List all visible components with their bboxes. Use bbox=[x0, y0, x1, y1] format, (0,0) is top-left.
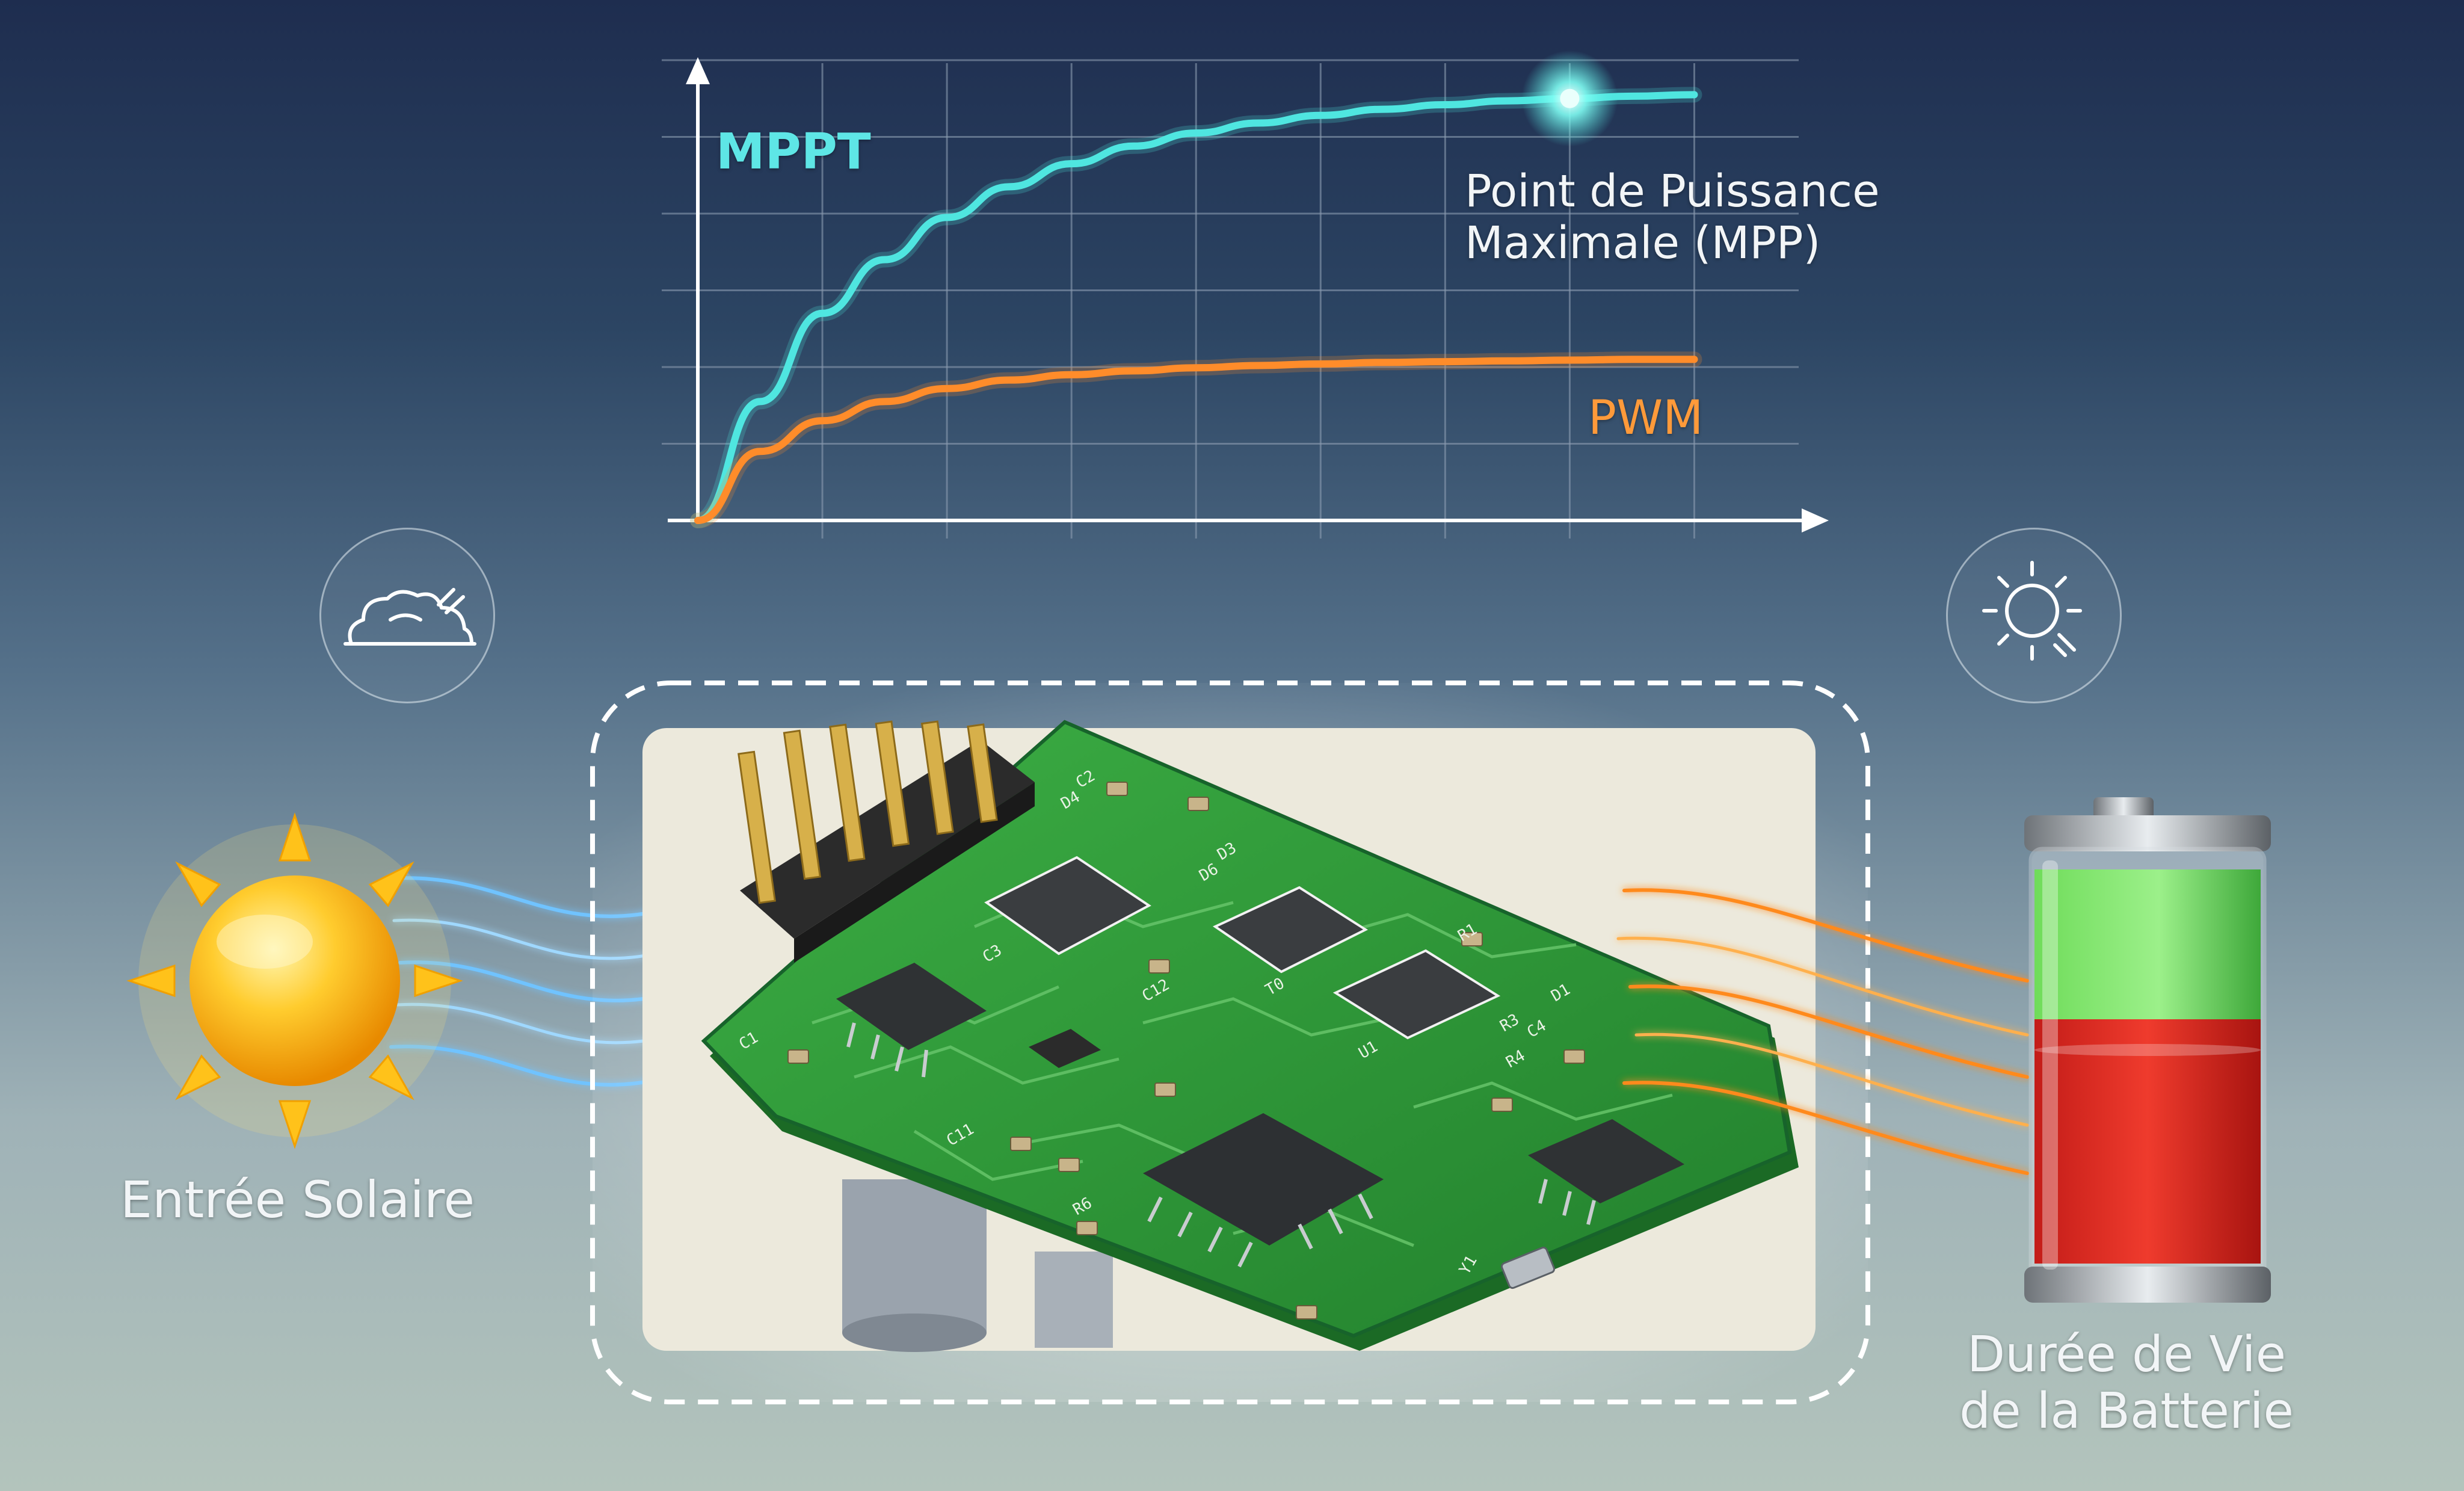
battery-flow-lines bbox=[1616, 888, 2029, 1175]
battery-level-red bbox=[2034, 1019, 2261, 1264]
battery-flow-line bbox=[1616, 936, 2029, 1037]
sun-icon bbox=[126, 812, 463, 1149]
solar-input-label: Entrée Solaire bbox=[120, 1170, 475, 1229]
battery-label-line2: de la Batterie bbox=[1959, 1383, 2294, 1440]
ic-chips bbox=[836, 856, 1684, 1246]
mppt-series-label: MPPT bbox=[716, 123, 871, 181]
mpp-annotation-line2: Maximale (MPP) bbox=[1465, 217, 1821, 269]
battery-flow-line bbox=[1622, 888, 2029, 983]
battery-flow-line bbox=[1634, 1033, 2029, 1127]
battery-label: Durée de Vie de la Batterie bbox=[1928, 1327, 2325, 1440]
battery-label-line1: Durée de Vie bbox=[1967, 1326, 2287, 1383]
series-line-mppt bbox=[694, 91, 1698, 524]
battery-icon bbox=[2024, 797, 2271, 1303]
mpp-annotation-line1: Point de Puissance bbox=[1465, 165, 1880, 217]
series-line-pwm bbox=[694, 356, 1698, 524]
pin-header bbox=[738, 720, 1035, 963]
pwm-series-label: PWM bbox=[1588, 391, 1704, 445]
cloudy-weather-icon bbox=[319, 528, 495, 703]
x-axis-arrow bbox=[1802, 508, 1829, 532]
chart-axes bbox=[668, 57, 1829, 532]
battery-flow-line bbox=[1622, 1081, 2029, 1175]
battery-level-green bbox=[2034, 869, 2261, 1019]
y-axis-arrow bbox=[686, 57, 710, 84]
mpp-point bbox=[1560, 88, 1580, 108]
mpp-annotation: Point de Puissance Maximale (MPP) bbox=[1465, 165, 1880, 269]
chart bbox=[662, 50, 1829, 539]
battery-flow-line bbox=[1628, 984, 2029, 1079]
sunny-weather-icon bbox=[1946, 528, 2122, 703]
chart-series bbox=[690, 50, 1702, 528]
